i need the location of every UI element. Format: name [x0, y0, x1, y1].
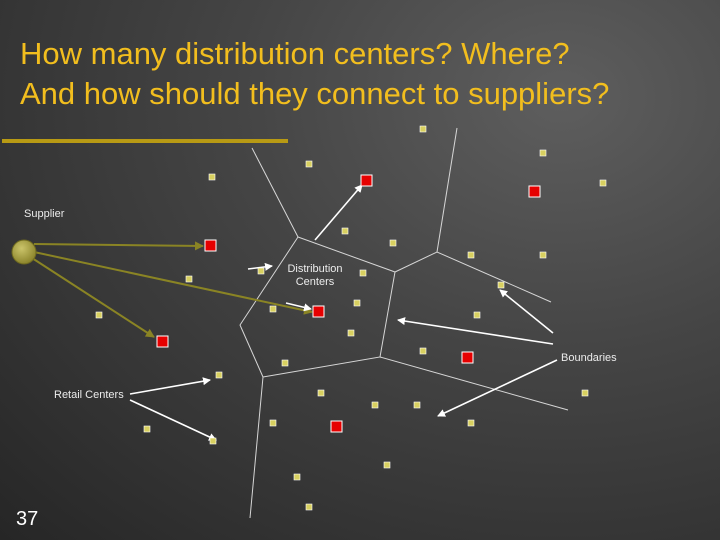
- retail-center: [581, 389, 589, 397]
- boundary-line: [436, 127, 458, 253]
- distribution-centers-label-line-2: Centers: [295, 276, 335, 288]
- boundary-line: [239, 147, 299, 519]
- retail-center: [383, 461, 391, 469]
- supply-arrows: [31, 241, 313, 338]
- callout-arrow: [499, 289, 554, 334]
- retail-center: [353, 299, 361, 307]
- retail-center: [419, 347, 427, 355]
- region-boundaries: [239, 127, 569, 519]
- retail-center: [269, 419, 277, 427]
- title-line-2: And how should they connect to suppliers…: [20, 76, 610, 111]
- retail-center: [281, 359, 289, 367]
- boundary-line: [262, 236, 396, 378]
- distribution-center: [312, 305, 325, 318]
- retail-center: [257, 267, 265, 275]
- retail-center: [539, 149, 547, 157]
- retail-center: [419, 125, 427, 133]
- retail-center: [209, 437, 217, 445]
- callout-arrow: [314, 184, 363, 241]
- distribution-center: [360, 174, 373, 187]
- callout-arrows: [129, 184, 558, 441]
- retail-center: [539, 251, 547, 259]
- retail-center: [185, 275, 193, 283]
- retail-centers: [95, 125, 607, 511]
- retail-center: [473, 311, 481, 319]
- distribution-centers-label: Distribution Centers: [280, 263, 350, 289]
- distribution-center: [528, 185, 541, 198]
- retail-center: [467, 251, 475, 259]
- boundary-line: [394, 251, 552, 303]
- retail-center: [208, 173, 216, 181]
- distribution-centers: [156, 174, 541, 433]
- callout-arrow: [247, 262, 273, 271]
- supplier-node: [11, 239, 37, 265]
- retail-center: [341, 227, 349, 235]
- callout-arrow: [129, 377, 211, 395]
- retail-center: [467, 419, 475, 427]
- distribution-center: [461, 351, 474, 364]
- retail-center: [497, 281, 505, 289]
- callout-arrow: [129, 399, 217, 441]
- callout-arrow: [285, 302, 312, 312]
- retail-center: [347, 329, 355, 337]
- retail-center: [389, 239, 397, 247]
- retail-center: [371, 401, 379, 409]
- supply-arrow: [33, 241, 204, 251]
- slide-title: How many distribution centers? Where? An…: [20, 34, 710, 114]
- retail-center: [215, 371, 223, 379]
- retail-center: [413, 401, 421, 409]
- callout-arrow: [437, 359, 558, 417]
- callout-arrow: [397, 317, 554, 345]
- distribution-center: [204, 239, 217, 252]
- retail-center: [143, 425, 151, 433]
- retail-center: [95, 311, 103, 319]
- boundaries-label: Boundaries: [561, 352, 617, 364]
- retail-center: [293, 473, 301, 481]
- supply-arrow: [33, 251, 313, 315]
- retail-center: [305, 503, 313, 511]
- retail-center: [305, 160, 313, 168]
- retail-center: [599, 179, 607, 187]
- page-number: 37: [16, 508, 39, 530]
- supply-arrow: [31, 257, 155, 338]
- title-line-1: How many distribution centers? Where?: [20, 36, 570, 71]
- boundary-line: [379, 356, 569, 411]
- supplier-label: Supplier: [24, 208, 65, 220]
- title-underline: [2, 139, 288, 143]
- distribution-centers-label-line-1: Distribution: [287, 263, 343, 275]
- retail-center: [359, 269, 367, 277]
- distribution-center: [330, 420, 343, 433]
- retail-center: [269, 305, 277, 313]
- distribution-center: [156, 335, 169, 348]
- retail-center: [317, 389, 325, 397]
- retail-centers-label: Retail Centers: [54, 389, 124, 401]
